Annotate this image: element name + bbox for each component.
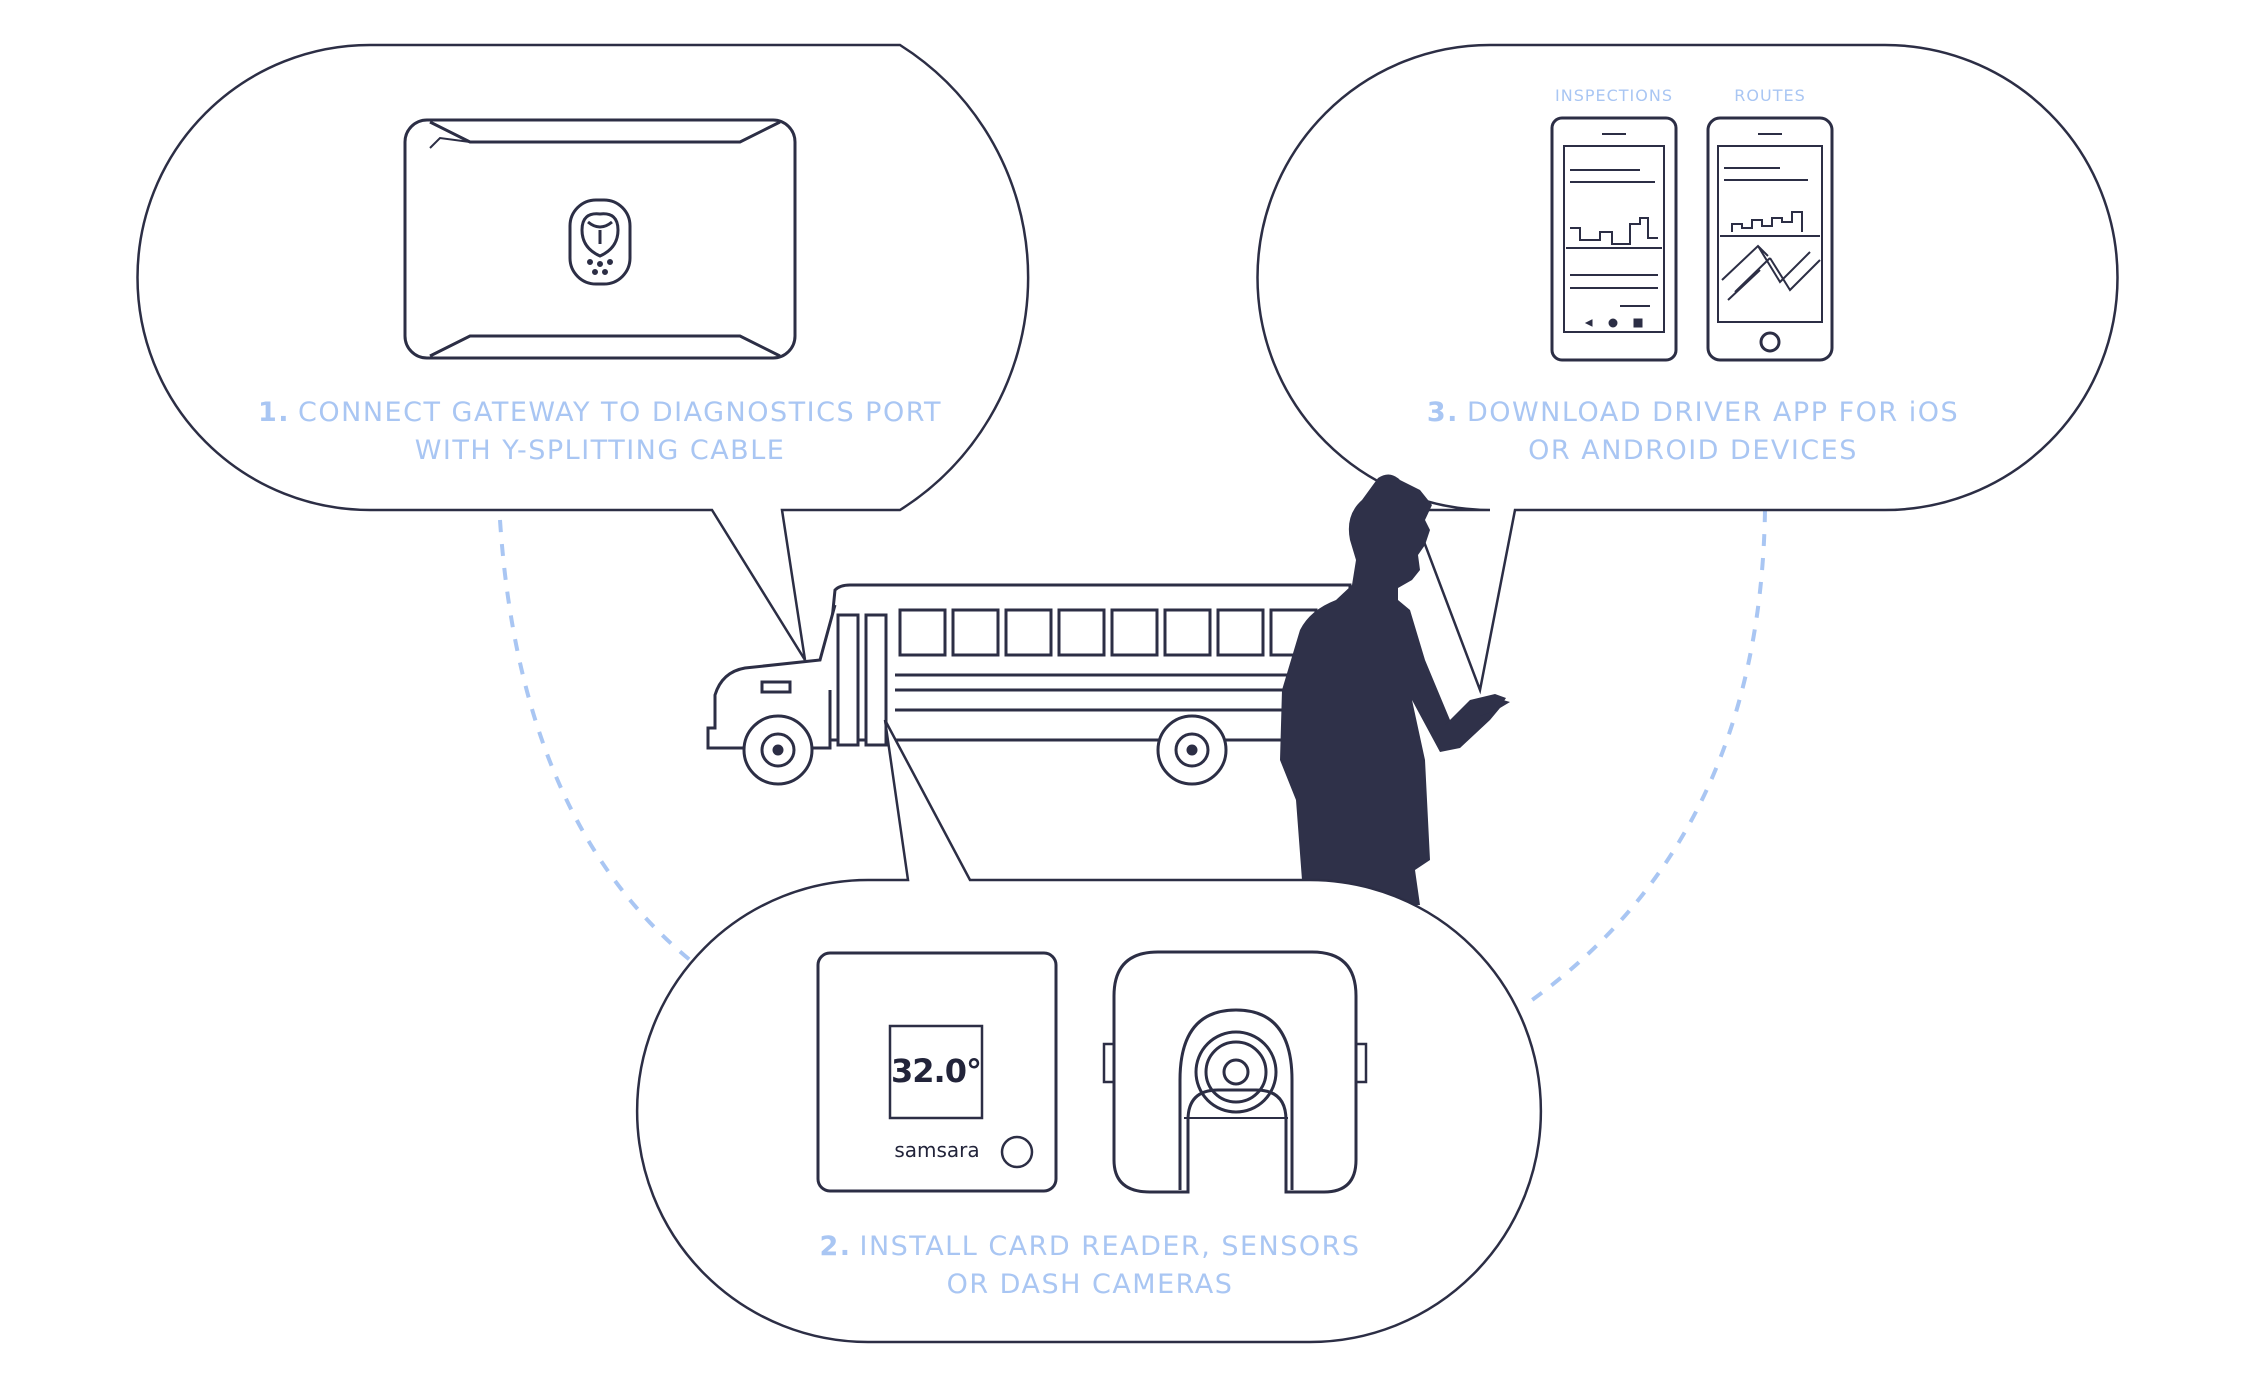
step-1-line-2: WITH Y-SPLITTING CABLE [414,435,786,466]
owl-logo-icon [568,198,632,286]
step-2-caption: 2.INSTALL CARD READER, SENSORS OR DASH C… [730,1228,1450,1304]
step-1-number: 1. [258,397,291,428]
phone-routes [1706,116,1834,362]
step-3-line-2: OR ANDROID DEVICES [1528,435,1858,466]
phone-caption-routes: ROUTES [1734,86,1806,105]
phone-inspections [1550,116,1678,362]
phone-caption-inspections: INSPECTIONS [1555,86,1673,105]
bubble-step-1 [136,43,1030,661]
step-2-line-2: OR DASH CAMERAS [946,1269,1234,1300]
sensor-reading: 32.0° [891,1052,982,1090]
step-2-line-1: INSTALL CARD READER, SENSORS [859,1231,1361,1262]
gateway-device [403,118,797,360]
step-3-line-1: DOWNLOAD DRIVER APP FOR iOS [1466,397,1960,428]
camera-lens-icon [1194,1030,1278,1114]
connector-left [498,519,692,962]
dash-camera-device [1102,950,1368,1194]
connector-right [1523,509,1767,1007]
bus-icon [706,583,1352,786]
sensor-brand: samsara [894,1138,980,1162]
card-reader-device [816,951,1058,1193]
step-1-line-1: CONNECT GATEWAY TO DIAGNOSTICS PORT [298,397,942,428]
step-3-caption: 3.DOWNLOAD DRIVER APP FOR iOS OR ANDROID… [1333,394,2053,470]
step-3-number: 3. [1426,397,1459,428]
step-1-caption: 1.CONNECT GATEWAY TO DIAGNOSTICS PORT WI… [240,394,960,470]
person-silhouette-icon [1280,474,1510,905]
step-2-number: 2. [819,1231,852,1262]
bubble-step-3 [1256,43,2119,695]
bubble-step-2 [635,719,1543,1344]
person-hand-phone [1445,694,1506,735]
